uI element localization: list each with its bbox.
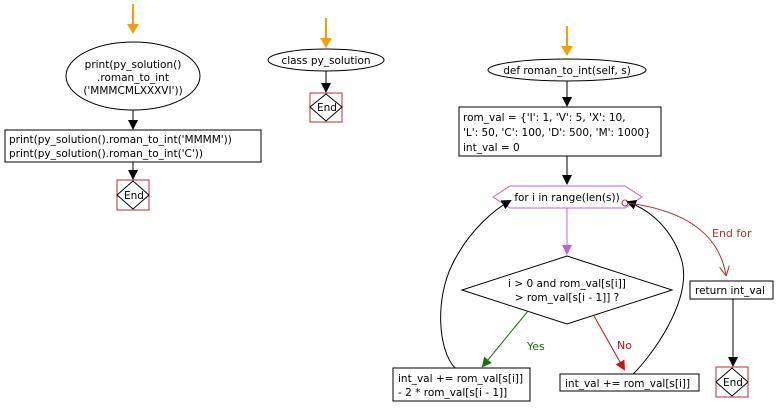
loop-back-from-yes: [440, 200, 512, 369]
start-node-line-2: .roman_to_int: [97, 72, 169, 84]
yes-action-line-1: int_val += rom_val[s[i]]: [398, 373, 523, 385]
end-for-edge: [627, 202, 726, 275]
print-box-line-1: print(py_solution().roman_to_int('MMMM')…: [9, 134, 232, 146]
return-label: return int_val: [695, 285, 765, 297]
init-box-line-1: rom_val = {'I': 1, 'V': 5, 'X': 10,: [463, 112, 626, 124]
arrow-yes-branch: [481, 310, 529, 368]
yes-action-box: [392, 367, 531, 402]
yes-action-line-2: - 2 * rom_val[s[i - 1]]: [398, 387, 507, 399]
right-end-node: End: [715, 366, 749, 398]
def-node-label: def roman_to_int(self, s): [503, 65, 631, 77]
yes-label: Yes: [526, 340, 545, 353]
loop-back-from-no: [626, 200, 684, 375]
return-box: [689, 280, 774, 300]
end-for-label: End for: [712, 227, 752, 240]
class-entry-arrow: [320, 18, 332, 48]
condition-line-2: > rom_val[s[i - 1]] ?: [515, 292, 620, 304]
middle-end-node: End: [309, 92, 343, 123]
start-node-line-3: ('MMMCMLXXXVI')): [83, 85, 182, 97]
left-end-label: End: [124, 190, 144, 202]
def-entry-arrow: [561, 26, 573, 56]
print-box-line-2: print(py_solution().roman_to_int('C')): [9, 148, 203, 160]
no-label: No: [617, 339, 632, 352]
no-action-box: [559, 373, 700, 392]
condition-node: [460, 255, 674, 325]
condition-line-1: i > 0 and rom_val[s[i]]: [508, 278, 626, 290]
arrow-no-branch: [593, 315, 625, 371]
right-end-label: End: [723, 377, 743, 389]
class-node-label: class py_solution: [281, 55, 370, 67]
init-box-line-2: 'L': 50, 'C': 100, 'D': 500, 'M': 1000}: [463, 127, 651, 139]
middle-end-label: End: [317, 102, 337, 114]
left-end-node: End: [116, 179, 150, 211]
loop-exit-port: [621, 199, 629, 207]
init-box: [458, 106, 662, 157]
print-box: [4, 129, 262, 163]
init-box-line-3: int_val = 0: [463, 142, 520, 154]
no-action-label: int_val += rom_val[s[i]]: [565, 378, 690, 390]
start-node-line-1: print(py_solution(): [85, 59, 182, 71]
loop-node-label: for i in range(len(s)): [514, 192, 619, 204]
entry-arrow: [127, 4, 139, 34]
